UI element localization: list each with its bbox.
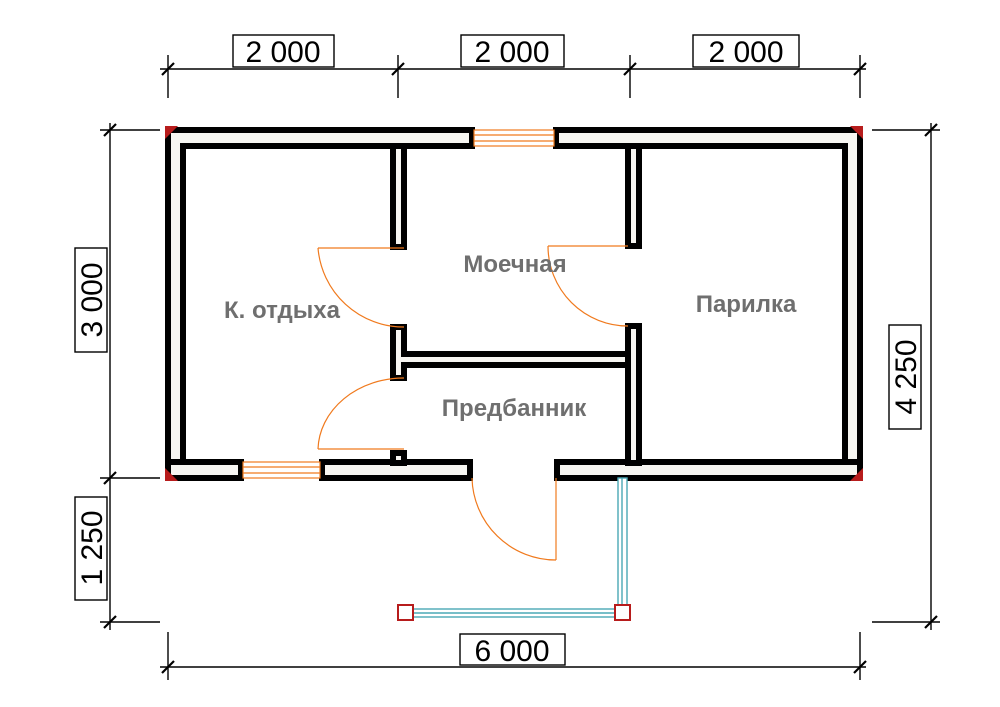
interior-wall-right-upper <box>625 143 642 249</box>
outer-wall-bottom-c <box>554 459 863 481</box>
dimension-right: 4 250 <box>872 123 940 630</box>
interior-wall-stub <box>390 450 407 466</box>
interior-wall-right-lower <box>625 323 642 466</box>
room-label-rest-room: К. отдыха <box>224 297 341 324</box>
dimension-bottom: 6 000 <box>160 632 867 680</box>
dim-left-upper-text: 3 000 <box>76 262 109 337</box>
window-bottom <box>242 461 321 479</box>
dim-top-3-box <box>692 34 800 68</box>
window-top <box>473 129 555 147</box>
dim-top-3-text: 2 000 <box>708 36 783 69</box>
interior-wall-left-upper <box>390 143 407 250</box>
corner-markers <box>165 126 863 481</box>
dim-left-lower-box <box>74 496 108 601</box>
dim-top-1-box <box>232 34 335 68</box>
room-label-steam-room: Парилка <box>696 291 797 318</box>
porch-post-right <box>614 604 631 621</box>
door-rest-room <box>317 247 405 328</box>
dim-right-text: 4 250 <box>890 339 923 414</box>
room-label-washroom: Моечная <box>463 251 566 278</box>
outer-wall-bottom-a <box>165 459 244 481</box>
door-entrance <box>471 477 557 561</box>
porch-post-left <box>397 604 414 621</box>
dim-bottom-box <box>459 633 566 666</box>
dim-top-2-text: 2 000 <box>474 36 549 69</box>
dim-bottom-text: 6 000 <box>474 635 549 668</box>
dim-right-box <box>888 324 922 430</box>
dimension-left: 3 000 1 250 <box>74 123 160 630</box>
dimension-top: 2 000 2 000 2 000 <box>160 34 867 98</box>
door-dressing-room <box>317 377 405 450</box>
porch <box>397 477 631 621</box>
interior-wall-middle <box>390 324 631 381</box>
dim-top-2-box <box>460 34 565 68</box>
dim-left-upper-box <box>74 247 108 353</box>
room-label-dressing-room: Предбанник <box>442 395 587 422</box>
door-steam-room <box>547 245 629 327</box>
dim-top-1-text: 2 000 <box>245 36 320 69</box>
dim-left-lower-text: 1 250 <box>76 510 109 585</box>
